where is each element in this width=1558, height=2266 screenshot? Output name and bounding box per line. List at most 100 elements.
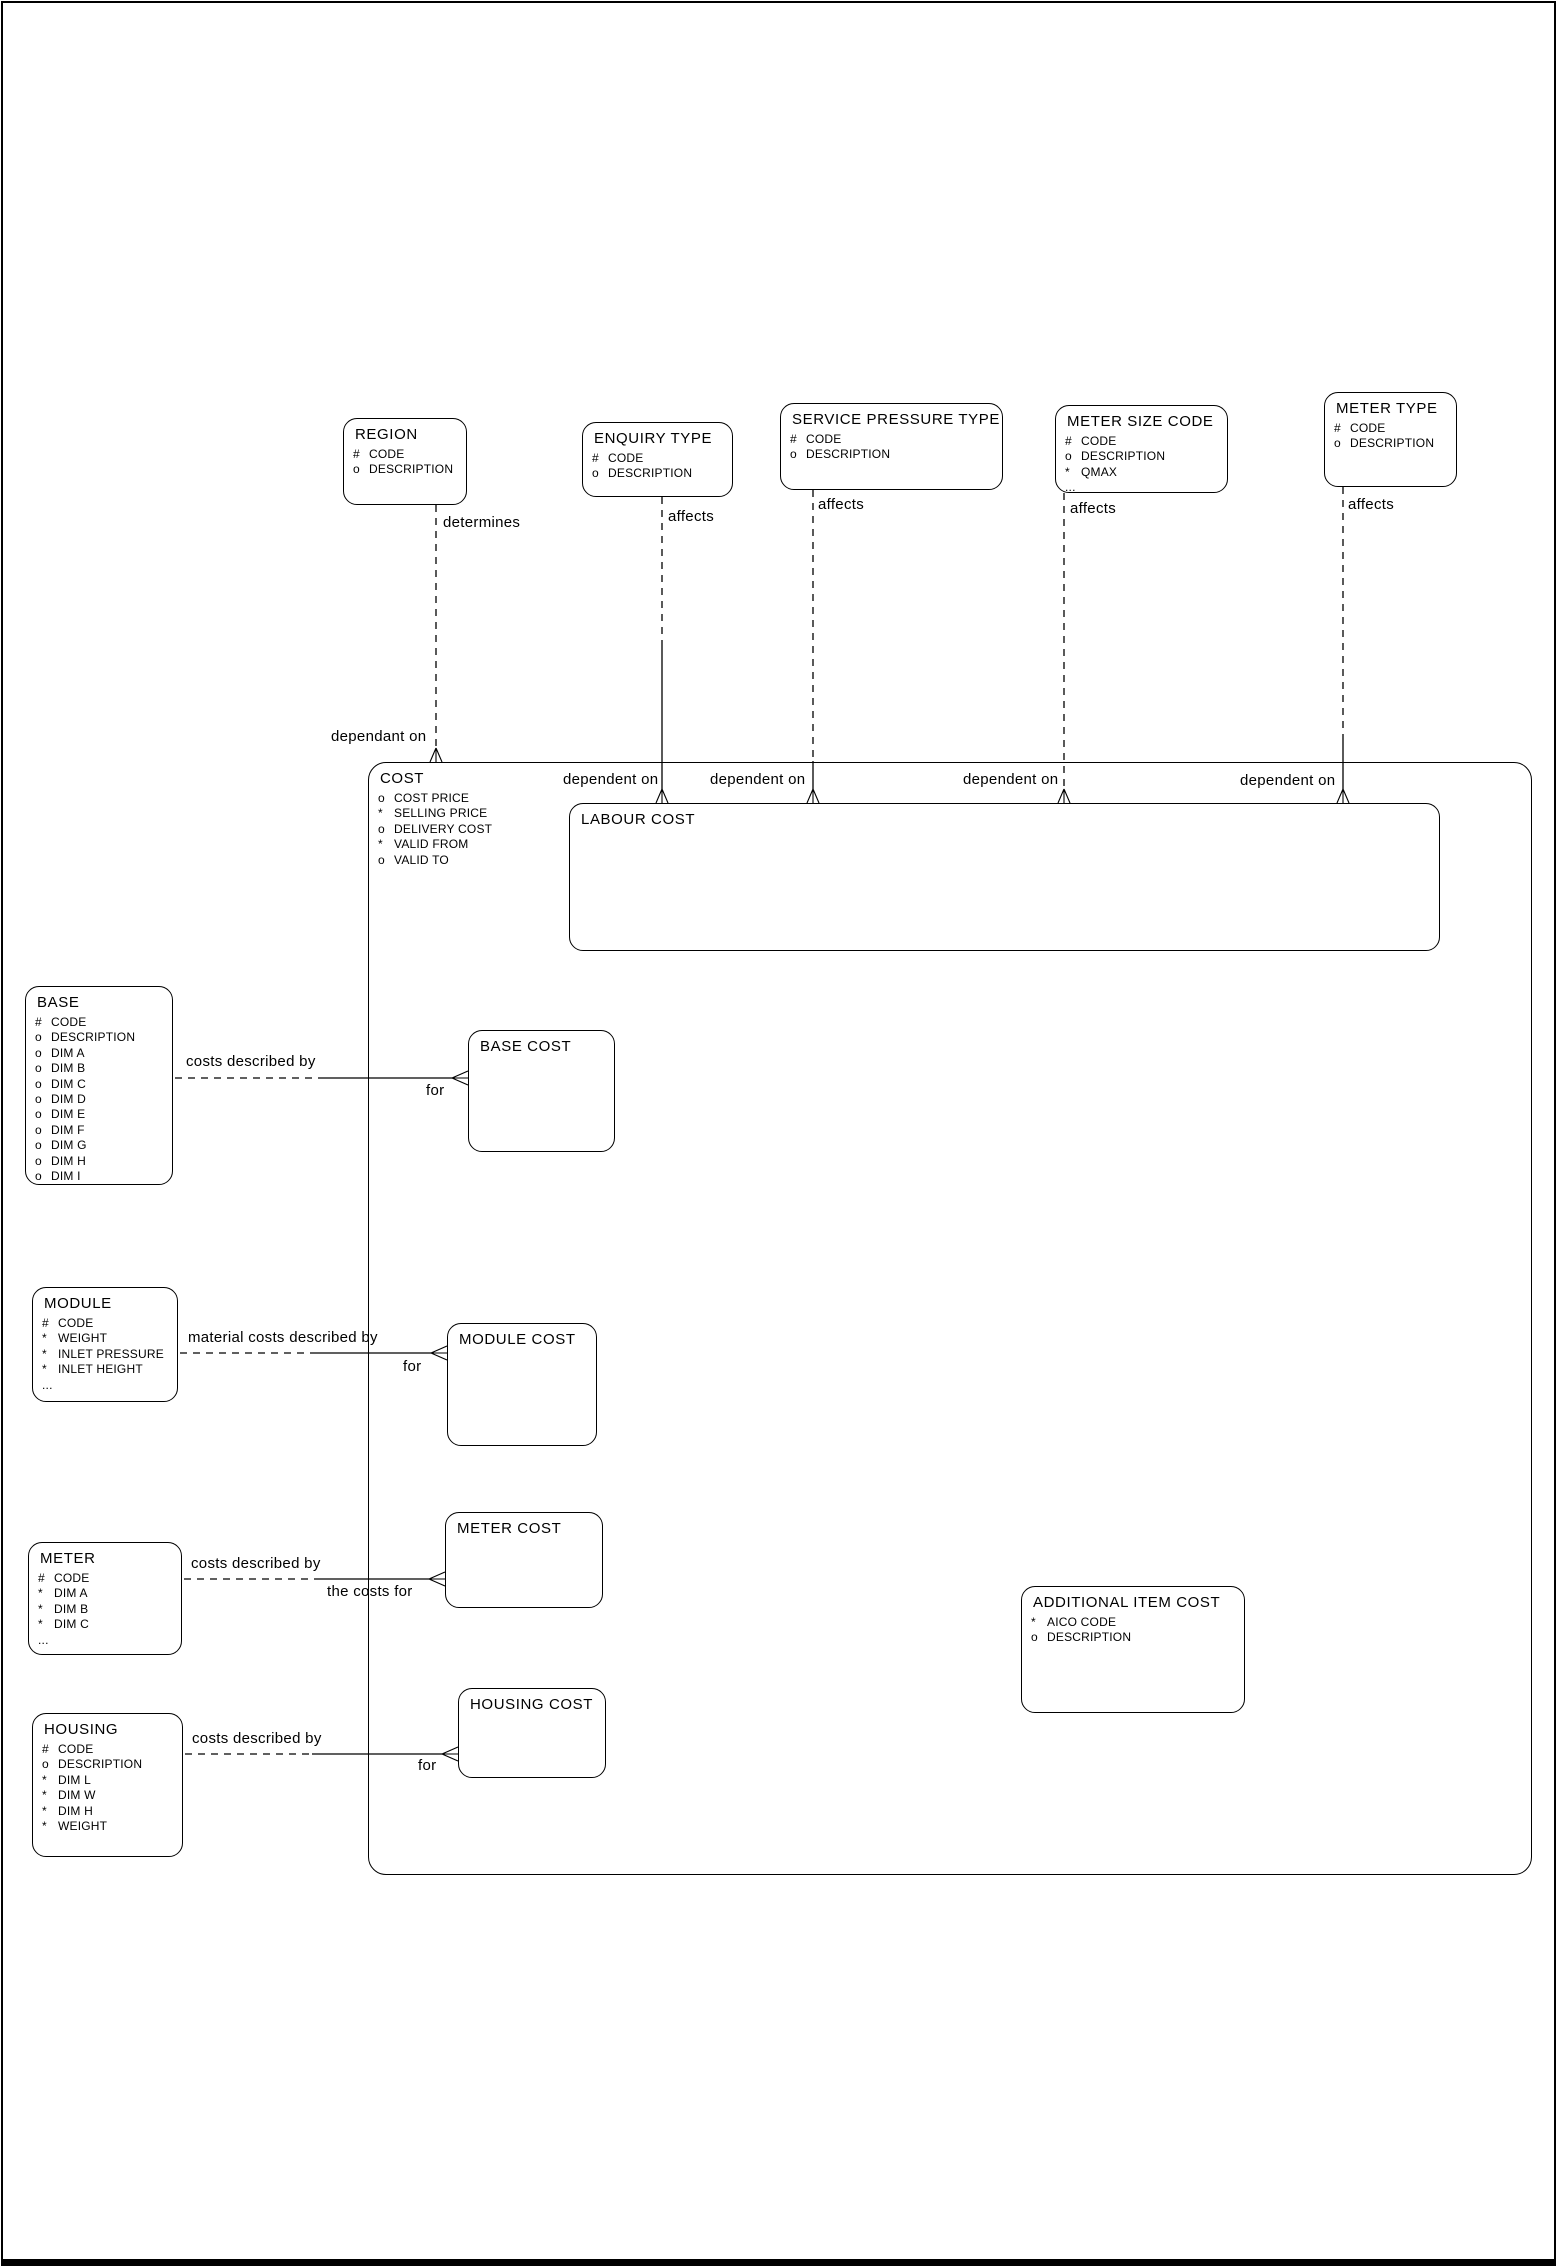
attribute: o VALID TO <box>378 853 1527 868</box>
attribute-name: CODE <box>58 1742 94 1756</box>
attribute-list: #CODE*WEIGHT*INLET PRESSURE*INLET HEIGHT… <box>33 1312 177 1393</box>
attribute-optionality-mark: o <box>1065 449 1072 464</box>
relationship-meter-type-affects-labour-cost <box>1336 487 1350 804</box>
attribute: o DIM E <box>35 1107 168 1122</box>
entity-housing-cost[interactable]: HOUSING COST <box>458 1688 606 1778</box>
attribute: #CODE <box>1065 434 1223 449</box>
entity-title-module: MODULE <box>44 1295 112 1312</box>
entity-title-cost: COST <box>380 770 425 787</box>
attribute-optionality-mark: # <box>1334 421 1341 435</box>
attribute-list: # CODE o DESCRIPTION <box>583 447 732 482</box>
attribute-name: DESCRIPTION <box>608 466 693 481</box>
attribute: * DIM B <box>38 1602 177 1617</box>
attribute: # CODE <box>592 451 728 466</box>
attribute-optionality-mark: o <box>35 1169 42 1184</box>
attribute-name: DIM A <box>54 1586 88 1601</box>
attribute-optionality-mark: * <box>42 1788 47 1803</box>
relationship-label: affects <box>668 508 715 525</box>
attribute-name: DESCRIPTION <box>1350 436 1435 451</box>
entity-module-cost[interactable]: MODULE COST <box>447 1323 597 1446</box>
attribute-optionality-mark: # <box>790 432 797 446</box>
attribute-optionality-mark: * <box>378 806 383 821</box>
attribute: #CODE <box>353 447 462 462</box>
attribute-name: DIM C <box>54 1617 89 1632</box>
attribute: *DIM H <box>42 1804 178 1819</box>
attribute-name: DIM E <box>51 1107 86 1122</box>
entity-module[interactable]: MODULE#CODE*WEIGHT*INLET PRESSURE*INLET … <box>32 1287 178 1402</box>
attribute: #CODE <box>42 1316 173 1331</box>
entity-title-meter: METER <box>40 1550 96 1567</box>
attribute-optionality-mark: o <box>378 821 385 836</box>
attribute-optionality-mark: o <box>42 1757 49 1772</box>
attribute: *INLET PRESSURE <box>42 1347 173 1362</box>
relationship-meter-size-code-affects-labour-cost <box>1057 493 1071 804</box>
attribute-optionality-mark: * <box>378 837 383 852</box>
attribute: * WEIGHT <box>42 1331 173 1346</box>
attribute-optionality-mark: ... <box>1065 480 1076 495</box>
attribute: ... <box>1065 480 1223 495</box>
attribute: #CODE <box>38 1571 177 1586</box>
attribute-optionality-mark: * <box>38 1601 43 1616</box>
attribute-optionality-mark: # <box>353 447 360 461</box>
attribute-name: CODE <box>608 451 644 465</box>
relationship-label: costs described by <box>191 1555 321 1572</box>
entity-title-meter-cost: METER COST <box>457 1520 562 1537</box>
attribute-optionality-mark: o <box>35 1061 42 1076</box>
attribute-name: WEIGHT <box>58 1331 108 1346</box>
attribute-name: DIM B <box>51 1061 86 1076</box>
relationship-service-pressure-type-affects-labour-cost <box>806 490 820 804</box>
entity-title-service-pressure-type: SERVICE PRESSURE TYPE <box>792 411 1000 428</box>
attribute: *SELLING PRICE <box>378 806 1527 821</box>
attribute-name: QMAX <box>1081 464 1118 479</box>
entity-title-module-cost: MODULE COST <box>459 1331 576 1348</box>
entity-title-region: REGION <box>355 426 418 443</box>
relationship-region-determines-cost <box>429 505 443 763</box>
attribute-optionality-mark: * <box>42 1331 47 1346</box>
attribute-optionality-mark: o <box>35 1107 42 1122</box>
attribute-name: INLET PRESSURE <box>58 1346 164 1361</box>
attribute-name: DIM H <box>51 1153 86 1168</box>
attribute: ... <box>42 1378 173 1393</box>
entity-meter[interactable]: METER#CODE*DIM A*DIM B*DIM C... <box>28 1542 182 1655</box>
entity-title-base: BASE <box>37 994 80 1011</box>
attribute-optionality-mark: o <box>592 466 599 481</box>
relationship-label: affects <box>1348 496 1395 513</box>
entity-labour-cost[interactable]: LABOUR COST <box>569 803 1440 951</box>
attribute-optionality-mark: o <box>35 1045 42 1060</box>
attribute-name: VALID FROM <box>394 837 469 852</box>
relationship-label: determines <box>443 514 521 531</box>
attribute-optionality-mark: o <box>1031 1630 1038 1645</box>
attribute-optionality-mark: o <box>378 852 385 867</box>
attribute-optionality-mark: # <box>38 1571 45 1585</box>
attribute: #CODE <box>42 1742 178 1757</box>
relationship-label: affects <box>1070 500 1117 517</box>
attribute: *DIM A <box>38 1586 177 1601</box>
entity-base-cost[interactable]: BASE COST <box>468 1030 615 1152</box>
entity-meter-cost[interactable]: METER COST <box>445 1512 603 1608</box>
attribute-optionality-mark: # <box>592 451 599 465</box>
attribute-name: VALID TO <box>394 852 449 867</box>
attribute-name: DESCRIPTION <box>1081 449 1166 464</box>
attribute-optionality-mark: * <box>42 1772 47 1787</box>
attribute-optionality-mark: o <box>35 1138 42 1153</box>
attribute-name: DIM F <box>51 1122 85 1137</box>
crows-foot-icon <box>429 747 443 763</box>
attribute-name: DIM B <box>54 1601 89 1616</box>
attribute-name: DIM H <box>58 1803 93 1818</box>
attribute-name: DIM W <box>58 1788 96 1803</box>
